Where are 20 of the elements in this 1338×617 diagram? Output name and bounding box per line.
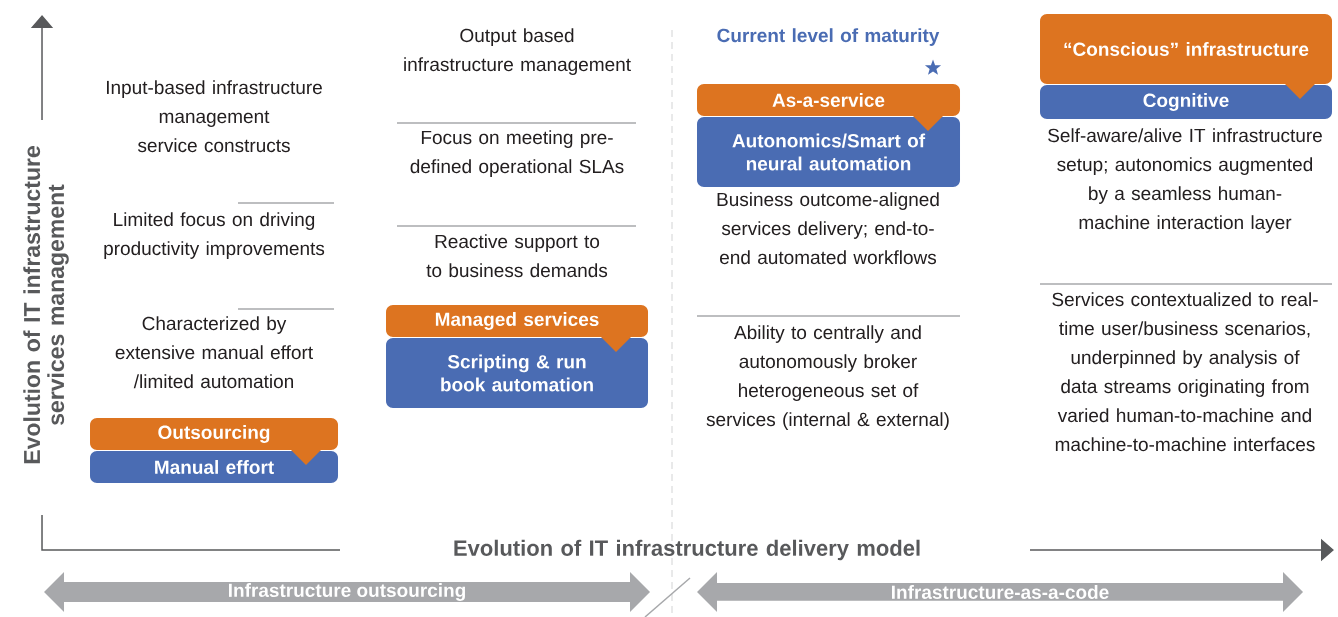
description-text: Output based infrastructure management bbox=[404, 28, 631, 75]
level-box: Scripting & run book automation bbox=[386, 338, 648, 408]
service-tag: Managed services bbox=[386, 305, 648, 352]
level-box: Cognitive bbox=[1040, 85, 1332, 119]
description-text: Input-based infrastructure management service constructs bbox=[107, 80, 322, 153]
level-box: Autonomics/Smart of neural automation bbox=[697, 117, 960, 187]
description-text: Ability to centrally and autonomously broker heterogeneous set of services (internal & external) bbox=[706, 325, 949, 430]
double-arrow-band: Infrastructure-as-a-code bbox=[697, 572, 1303, 612]
level-box: Manual effort bbox=[90, 451, 338, 483]
service-tag: As-a-service bbox=[697, 84, 960, 131]
description-text: Services contextualized to real-time user/business scenarios, underpinned by analysis of data streams originating from varied human-to-machine and machine-to-machine interfaces bbox=[1052, 292, 1318, 452]
axis-title: Evolution of IT infrastructure services management bbox=[23, 146, 69, 464]
description-text: Characterized by extensive manual effort /limited automation bbox=[115, 316, 313, 389]
description-text: Self-aware/alive IT infrastructure setup; autonomics augmented by a seamless human-machine interaction layer bbox=[1048, 128, 1322, 233]
axis-title: Evolution of IT infrastructure delivery model bbox=[454, 539, 920, 561]
description-text: Focus on meeting pre-defined operational SLAs bbox=[410, 130, 624, 177]
double-arrow-band: Infrastructure outsourcing bbox=[44, 572, 650, 612]
description-text: Limited focus on driving productivity improvements bbox=[104, 212, 325, 259]
description-text: Reactive support to to business demands bbox=[426, 234, 608, 278]
maturity-label: Current level of maturity bbox=[717, 28, 940, 46]
